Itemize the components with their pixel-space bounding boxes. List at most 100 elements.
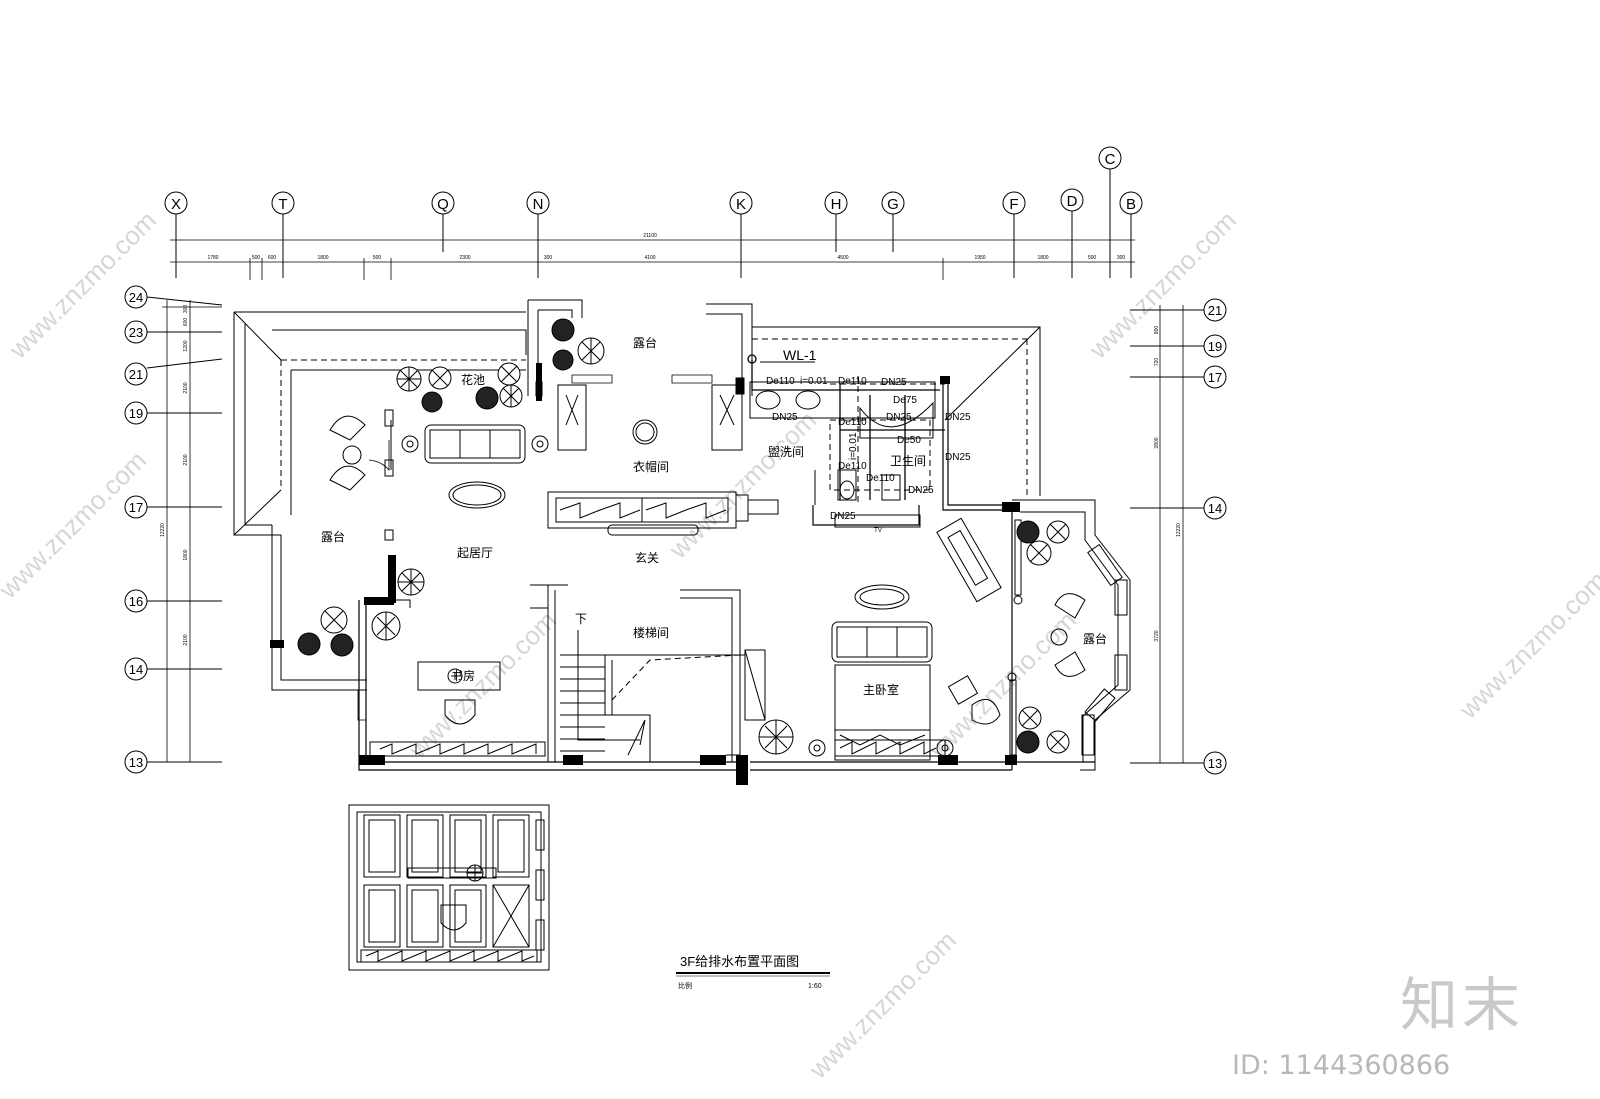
plant-icon [1026,540,1052,566]
svg-text:600: 600 [183,318,189,327]
plant-icon [551,318,575,342]
plant-symbols [297,318,1070,755]
plant-icon [396,366,422,392]
door-swings [357,374,713,721]
svg-text:4500: 4500 [837,255,848,261]
plant-icon [371,611,401,641]
svg-text:i=0.01: i=0.01 [800,376,828,387]
label-tv: TV [874,528,882,534]
svg-text:12220: 12220 [1176,523,1182,537]
plant-icon [428,366,452,390]
svg-text:720: 720 [1154,358,1160,367]
inset-detail-plan [348,804,550,971]
label-flower-bed: 花池 [461,372,485,387]
grid-bubble-16: 16 [124,589,222,613]
exterior-walls [358,376,1095,785]
grid-bubble-d: D [1060,188,1084,278]
roof-outline [233,311,1041,691]
scale-label: 比例 [678,981,692,990]
svg-text:2100: 2100 [183,634,189,645]
svg-text:19: 19 [129,406,143,421]
svg-text:DN25: DN25 [881,377,907,388]
svg-text:D: D [1067,193,1078,210]
svg-text:C: C [1105,151,1116,168]
svg-text:300: 300 [1117,255,1126,261]
plant-icon [330,633,354,657]
grid-bubble-13: 13 [124,750,222,774]
plant-icon [475,386,499,410]
label-master-bedroom: 主卧室 [863,682,899,697]
svg-text:1800: 1800 [317,255,328,261]
top-dimension-chain [170,236,1135,280]
grid-bubble-r13: 13 [1130,751,1227,775]
grid-bubble-r21: 21 [1130,298,1227,322]
label-balcony-left: 露台 [321,529,345,544]
right-balcony-bay [1012,499,1131,771]
plant-icon [577,337,605,365]
svg-text:300: 300 [544,255,553,261]
svg-text:De75: De75 [893,395,917,406]
svg-text:K: K [736,196,746,213]
watermark-text: www.znzmo.com [1452,565,1600,725]
study-window-strip [369,739,946,757]
svg-text:500: 500 [373,255,382,261]
grid-bubble-r17: 17 [1130,365,1227,389]
svg-text:500: 500 [1088,255,1097,261]
plant-icon [297,632,321,656]
plant-icon [497,362,521,386]
svg-text:14: 14 [129,662,143,677]
svg-text:16: 16 [129,594,143,609]
plant-icon [499,384,523,408]
staircase [560,630,766,762]
bathroom-fixtures [749,376,945,505]
grid-bubble-17: 17 [124,495,222,519]
svg-text:X: X [171,196,181,213]
svg-text:21: 21 [1208,303,1222,318]
svg-text:De110: De110 [766,376,795,387]
svg-text:1800: 1800 [1037,255,1048,261]
svg-text:17: 17 [1208,370,1222,385]
svg-text:De110: De110 [838,461,867,472]
watermark-layer: www.znzmo.com www.znzmo.com www.znzmo.co… [0,205,1600,1085]
grid-bubble-23: 23 [124,320,222,344]
svg-text:17: 17 [129,500,143,515]
label-stair-hall: 楼梯间 [633,625,669,640]
scale-value: 1:60 [808,983,822,990]
svg-text:DN25: DN25 [945,412,971,423]
drawing-title: 3F给排水布置平面图 [680,954,799,969]
label-study: 书房 [451,668,475,683]
left-dimension-text: 300 600 1200 2100 2100 1800 2100 12220 [160,305,189,646]
svg-text:F: F [1009,196,1018,213]
svg-text:2100: 2100 [183,454,189,465]
living-room-furniture [329,415,658,509]
grid-bubble-r14: 14 [1130,496,1227,520]
svg-text:19: 19 [1208,339,1222,354]
svg-text:DN25: DN25 [772,412,798,423]
watermark-text: www.znzmo.com [0,445,152,605]
grid-bubble-r19: 19 [1130,334,1227,358]
svg-text:24: 24 [129,290,143,305]
grid-bubble-x: X [164,191,188,278]
svg-text:De50: De50 [897,435,921,446]
plant-icon [320,606,348,634]
plant-icon [758,719,794,755]
room-labels: 露台 花池 衣帽间 盥洗间 卫生间 露台 起居厅 玄关 楼梯间 下 书房 主卧室… [321,335,1107,697]
svg-text:1780: 1780 [207,255,218,261]
watermark-id: ID: 1144360866 [1232,1050,1451,1081]
plant-icon [1046,520,1070,544]
svg-text:DN25: DN25 [908,485,934,496]
svg-text:DN25: DN25 [945,452,971,463]
plant-icon [1046,730,1070,754]
plant-icon [1016,730,1040,754]
riser-label: WL-1 [783,347,817,363]
svg-text:13: 13 [129,755,143,770]
svg-text:B: B [1126,196,1136,213]
study-furniture [417,661,501,725]
grid-bubble-14: 14 [124,657,222,681]
svg-text:2100: 2100 [183,382,189,393]
svg-text:13: 13 [1208,756,1222,771]
grid-bubble-q: Q [431,191,455,252]
grid-bubble-h: H [824,191,848,252]
grid-bubble-21: 21 [124,358,223,386]
